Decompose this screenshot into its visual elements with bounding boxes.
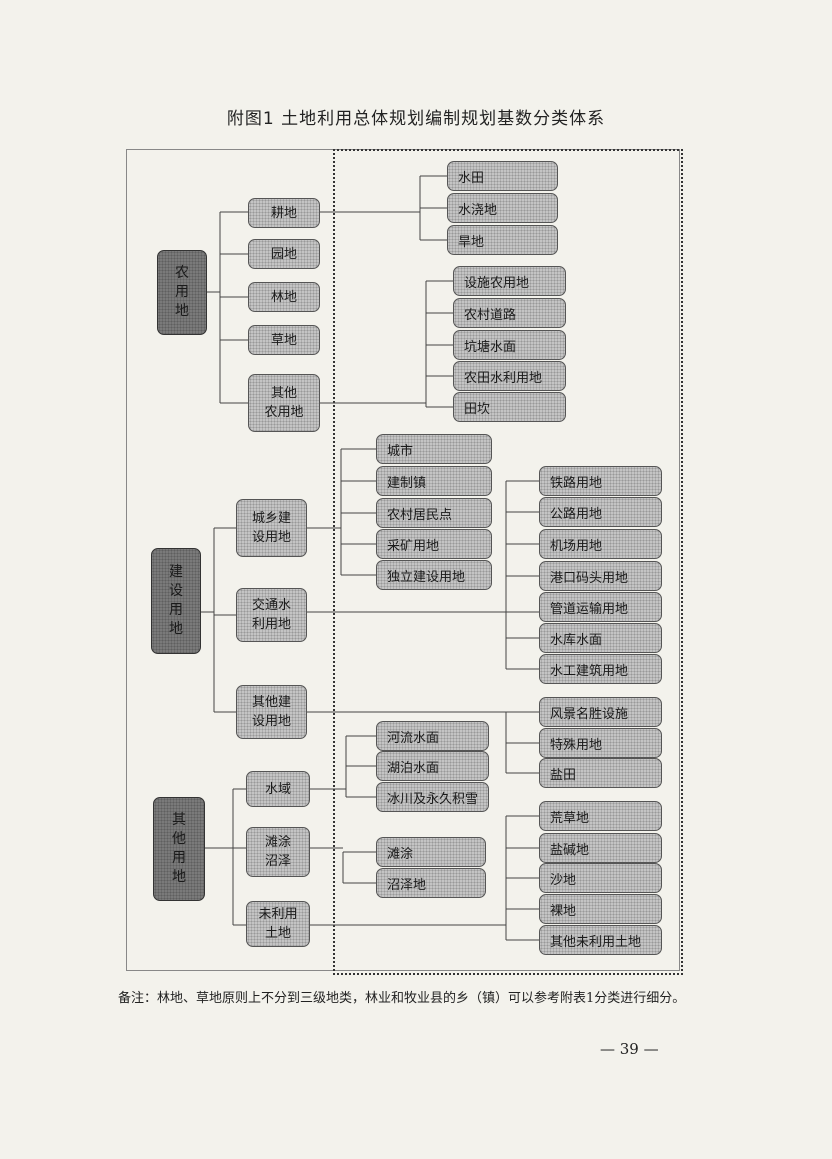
subclass-hubo-shuimian: 湖泊水面 bbox=[376, 751, 489, 781]
subclass-sheshi-nongyongdi: 设施农用地 bbox=[453, 266, 566, 296]
subclass-tantu: 滩涂 bbox=[376, 837, 486, 867]
subclass-jichang: 机场用地 bbox=[539, 529, 662, 559]
subclass-nongcun-daolu: 农村道路 bbox=[453, 298, 566, 328]
class-lindi: 林地 bbox=[248, 282, 320, 312]
class-weili: 未利用 土地 bbox=[246, 901, 310, 947]
subclass-handi: 旱地 bbox=[447, 225, 558, 255]
subclass-heliu-shuimian: 河流水面 bbox=[376, 721, 489, 751]
subclass-nongtian-shuili: 农田水利用地 bbox=[453, 361, 566, 391]
footnote: 备注：林地、草地原则上不分到三级地类，林业和牧业县的乡（镇）可以参考附表1分类进… bbox=[118, 991, 686, 1006]
subclass-tielu: 铁路用地 bbox=[539, 466, 662, 496]
page-number: — 39 — bbox=[600, 1040, 659, 1058]
class-caodi: 草地 bbox=[248, 325, 320, 355]
subclass-shuiku-shuimian: 水库水面 bbox=[539, 623, 662, 653]
subclass-luodi: 裸地 bbox=[539, 894, 662, 924]
subclass-shuitian: 水田 bbox=[447, 161, 558, 191]
subclass-tiankan: 田坎 bbox=[453, 392, 566, 422]
class-qita-jianshe: 其他建 设用地 bbox=[236, 685, 307, 739]
category-agricultural-land: 农 用 地 bbox=[157, 250, 207, 335]
category-other-land: 其 他 用 地 bbox=[153, 797, 205, 901]
subclass-bingchuan-jixue: 冰川及永久积雪 bbox=[376, 782, 489, 812]
class-chengxiang: 城乡建 设用地 bbox=[236, 499, 307, 557]
subclass-chengshi: 城市 bbox=[376, 434, 492, 464]
subclass-yanjiandi: 盐碱地 bbox=[539, 833, 662, 863]
subclass-jianzhizhen: 建制镇 bbox=[376, 466, 492, 496]
subclass-shuijiaodi: 水浇地 bbox=[447, 193, 558, 223]
diagram-dotted-frame bbox=[333, 149, 683, 975]
subclass-gonglu: 公路用地 bbox=[539, 497, 662, 527]
subclass-huangcaodi: 荒草地 bbox=[539, 801, 662, 831]
subclass-kengtang-shuimian: 坑塘水面 bbox=[453, 330, 566, 360]
subclass-nongcun-jumindian: 农村居民点 bbox=[376, 498, 492, 528]
subclass-shadi: 沙地 bbox=[539, 863, 662, 893]
class-tantu: 滩涂 沼泽 bbox=[246, 827, 310, 877]
subclass-shuigong-jianzhu: 水工建筑用地 bbox=[539, 654, 662, 684]
subclass-fengjing-mingsheng: 风景名胜设施 bbox=[539, 697, 662, 727]
class-shuiyu: 水域 bbox=[246, 771, 310, 807]
subclass-gangkou-matou: 港口码头用地 bbox=[539, 561, 662, 591]
subclass-duli-jianshe: 独立建设用地 bbox=[376, 560, 492, 590]
subclass-teshu-yongdi: 特殊用地 bbox=[539, 728, 662, 758]
subclass-zhaozedi: 沼泽地 bbox=[376, 868, 486, 898]
page-title: 附图1 土地利用总体规划编制规划基数分类体系 bbox=[226, 109, 606, 129]
category-construction-land: 建 设 用 地 bbox=[151, 548, 201, 654]
subclass-qita-weiliyong: 其他未利用土地 bbox=[539, 925, 662, 955]
class-qita-nongyongdi: 其他 农用地 bbox=[248, 374, 320, 432]
class-yuandi: 园地 bbox=[248, 239, 320, 269]
subclass-guandao-yunshu: 管道运输用地 bbox=[539, 592, 662, 622]
subclass-yantian: 盐田 bbox=[539, 758, 662, 788]
subclass-caikuang: 采矿用地 bbox=[376, 529, 492, 559]
class-gengdi: 耕地 bbox=[248, 198, 320, 228]
class-jiaotong: 交通水 利用地 bbox=[236, 588, 307, 642]
